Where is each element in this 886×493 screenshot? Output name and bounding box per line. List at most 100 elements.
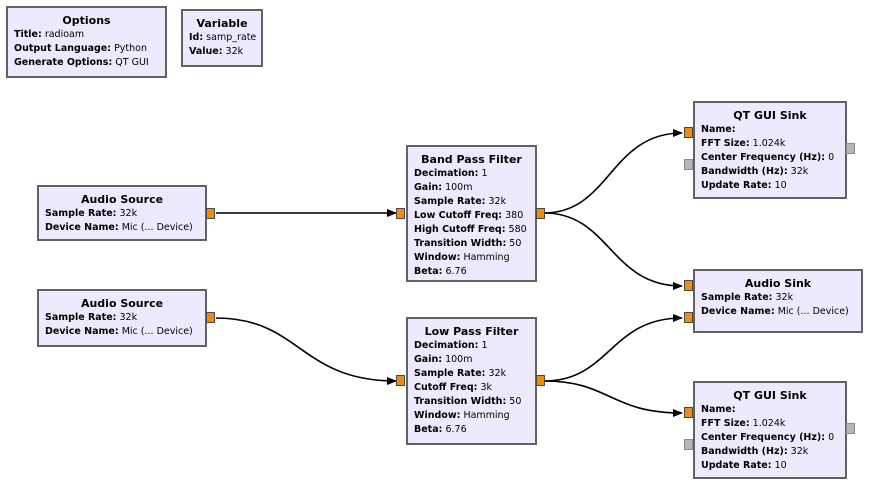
qt-sink-2-msg-out-port[interactable]	[846, 423, 855, 434]
band-pass-out-port[interactable]	[536, 208, 545, 219]
param-name: Window:	[414, 252, 461, 263]
param-name: FFT Size:	[701, 418, 750, 429]
audio-source-1-out-port[interactable]	[206, 208, 215, 219]
low-pass-in-port[interactable]	[396, 375, 405, 386]
block-param-row: High Cutoff Freq: 580	[414, 223, 535, 237]
param-value: Mic (... Device)	[121, 222, 193, 233]
param-name: Name:	[701, 124, 736, 135]
block-param-row: Sample Rate: 32k	[45, 311, 205, 325]
param-value: 10	[774, 180, 787, 191]
connection-audio-source-2-to-low-pass[interactable]	[215, 317, 397, 385]
block-param-row: Sample Rate: 32k	[414, 195, 535, 209]
param-name: Bandwidth (Hz):	[701, 166, 788, 177]
audio-sink-in-port-2[interactable]	[684, 312, 693, 323]
block-param-row: Window: Hamming	[414, 251, 535, 265]
block-param-row: Id: samp_rate	[189, 31, 261, 45]
block-param-row: Beta: 6.76	[414, 423, 535, 437]
param-name: Window:	[414, 410, 461, 421]
param-name: Sample Rate:	[45, 208, 117, 219]
block-param-row: Beta: 6.76	[414, 265, 535, 279]
qt-sink-2-msg-in-port[interactable]	[684, 439, 693, 450]
param-value: 32k	[119, 312, 138, 323]
param-name: Generate Options:	[14, 57, 113, 68]
param-value: 100m	[445, 182, 473, 193]
low-pass-out-port[interactable]	[536, 375, 545, 386]
param-value: 50	[509, 396, 522, 407]
block-param-row: Device Name: Mic (... Device)	[45, 325, 205, 339]
qt-sink-1-msg-in-port[interactable]	[684, 159, 693, 170]
param-value: 32k	[119, 208, 138, 219]
param-name: Decimation:	[414, 340, 479, 351]
block-title: Low Pass Filter	[424, 325, 519, 338]
block-param-row: Device Name: Mic (... Device)	[45, 221, 205, 235]
block-title: Audio Source	[80, 193, 164, 206]
param-value: 0	[828, 152, 835, 163]
param-value: 1	[481, 340, 488, 351]
param-name: Name:	[701, 404, 736, 415]
block-title: QT GUI Sink	[733, 109, 807, 122]
block-param-row: FFT Size: 1.024k	[701, 417, 845, 431]
param-name: Update Rate:	[701, 460, 772, 471]
param-value: radioam	[44, 29, 85, 40]
connection-low-pass-to-qt-sink-2[interactable]	[543, 380, 683, 417]
param-value: 32k	[790, 446, 809, 457]
block-param-row: Bandwidth (Hz): 32k	[701, 445, 845, 459]
block-title: Audio Sink	[744, 277, 812, 290]
param-value: QT GUI	[115, 57, 149, 68]
connection-band-pass-to-qt-sink-1[interactable]	[543, 129, 683, 214]
param-value: 32k	[225, 46, 244, 57]
param-value: 380	[505, 210, 524, 221]
block-param-row: Output Language: Python	[14, 42, 165, 56]
block-param-row: Title: radioam	[14, 28, 165, 42]
param-value: 10	[774, 460, 787, 471]
connection-low-pass-to-audio-sink[interactable]	[543, 314, 683, 382]
param-name: Sample Rate:	[414, 196, 486, 207]
param-name: Value:	[189, 46, 223, 57]
block-title: Band Pass Filter	[421, 153, 522, 166]
qt-sink-2-in-port[interactable]	[684, 407, 693, 418]
param-name: Transition Width:	[414, 396, 507, 407]
param-value: 1.024k	[752, 418, 786, 429]
band-pass-in-port[interactable]	[396, 208, 405, 219]
block-param-row: Transition Width: 50	[414, 237, 535, 251]
block-title: QT GUI Sink	[733, 389, 807, 402]
param-value: 6.76	[445, 266, 467, 277]
qt-sink-1-msg-out-port[interactable]	[846, 143, 855, 154]
param-name: Transition Width:	[414, 238, 507, 249]
block-param-row: Device Name: Mic (... Device)	[701, 305, 861, 319]
block-param-row: Window: Hamming	[414, 409, 535, 423]
param-name: Beta:	[414, 424, 443, 435]
param-name: FFT Size:	[701, 138, 750, 149]
audio-sink-in-port-1[interactable]	[684, 280, 693, 291]
param-value: 32k	[775, 292, 794, 303]
param-name: Beta:	[414, 266, 443, 277]
block-param-row: Sample Rate: 32k	[414, 367, 535, 381]
block-param-row: Gain: 100m	[414, 353, 535, 367]
param-name: Sample Rate:	[414, 368, 486, 379]
block-param-row: Center Frequency (Hz): 0	[701, 151, 845, 165]
block-param-row: Name:	[701, 403, 845, 417]
audio-source-2-out-port[interactable]	[206, 312, 215, 323]
qt-sink-1-in-port[interactable]	[684, 127, 693, 138]
connection-band-pass-to-audio-sink[interactable]	[543, 212, 683, 290]
block-title: Audio Source	[80, 297, 164, 310]
param-value: 6.76	[445, 424, 467, 435]
param-value: 32k	[488, 368, 507, 379]
param-value: samp_rate	[206, 32, 257, 43]
param-name: Decimation:	[414, 168, 479, 179]
